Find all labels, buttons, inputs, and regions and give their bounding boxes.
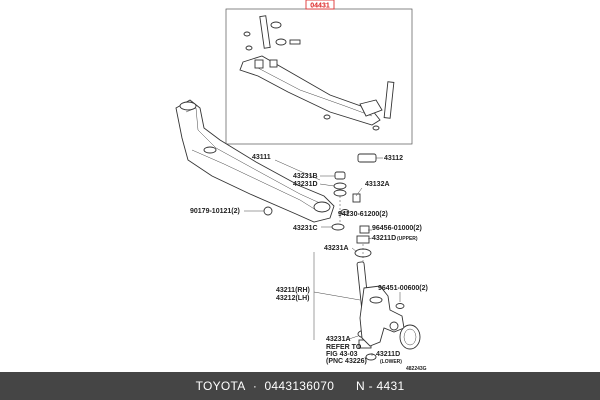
footer-separator-2 bbox=[334, 379, 356, 393]
label-96451[interactable]: 96451-00600(2) bbox=[378, 285, 428, 292]
label-refer-pnc: (PNC 43226) bbox=[326, 358, 367, 365]
catalog-ref: N - 4431 bbox=[356, 379, 405, 393]
label-lower: (LOWER) bbox=[380, 359, 402, 365]
label-upper: (UPPER) bbox=[397, 236, 418, 242]
footer-separator: · bbox=[245, 379, 265, 393]
leader-lines bbox=[244, 157, 401, 356]
label-43231a-bottom[interactable]: 43231A bbox=[326, 336, 351, 343]
label-43111[interactable]: 43111 bbox=[252, 154, 271, 161]
label-90179[interactable]: 90179-10121(2) bbox=[190, 208, 240, 215]
label-43231c[interactable]: 43231C bbox=[293, 225, 318, 232]
label-43231a-top[interactable]: 43231A bbox=[324, 245, 349, 252]
axle-beam-43111[interactable] bbox=[175, 99, 335, 223]
kit-tag-box[interactable] bbox=[305, 0, 335, 10]
kit-frame bbox=[225, 8, 413, 145]
label-94130[interactable]: 94130-61200(2) bbox=[338, 211, 388, 218]
part-info-footer: TOYOTA · 0443136070 N - 4431 bbox=[0, 372, 600, 400]
kit-axle-drawing bbox=[239, 15, 395, 131]
label-43211-rh[interactable]: 43211(RH) bbox=[276, 287, 310, 294]
steering-knuckle[interactable] bbox=[359, 285, 421, 350]
kit-tag[interactable]: 04431 bbox=[310, 2, 330, 9]
label-96456[interactable]: 96456-01000(2) bbox=[372, 225, 422, 232]
parts-diagram: 04431 bbox=[175, 0, 428, 372]
label-43112[interactable]: 43112 bbox=[384, 155, 403, 162]
label-43211d-lower[interactable]: 43211D bbox=[376, 351, 400, 358]
label-43231b[interactable]: 43231B bbox=[293, 173, 318, 180]
label-43132a[interactable]: 43132A bbox=[365, 181, 390, 188]
brand-name: TOYOTA bbox=[195, 379, 246, 393]
label-refer-to: REFER TO bbox=[326, 344, 362, 351]
label-43211d-upper[interactable]: 43211D bbox=[372, 235, 396, 242]
label-refer-fig[interactable]: FIG 43-03 bbox=[326, 351, 358, 358]
label-43231d[interactable]: 43231D bbox=[293, 181, 318, 188]
diagram-code: 482243G bbox=[406, 366, 427, 372]
part-number: 0443136070 bbox=[264, 379, 335, 393]
label-43212-lh[interactable]: 43212(LH) bbox=[276, 295, 309, 302]
